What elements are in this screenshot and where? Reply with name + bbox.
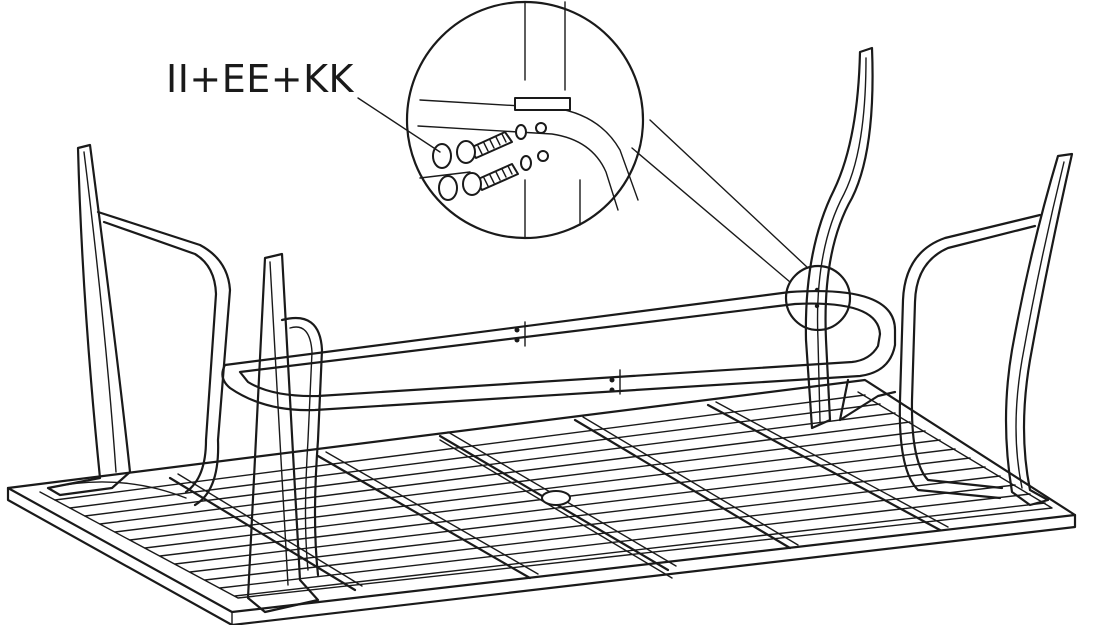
leg-front-left [246,252,324,614]
bolt-lower [438,150,549,201]
apron-frame [221,290,897,412]
leg-back-right [804,46,897,430]
part-callout-label: II+EE+KK [166,57,354,101]
leg-back-left [46,143,232,507]
detail-callout [357,0,852,332]
leg-front-right [898,152,1074,507]
cross-braces [168,401,949,592]
table-top [6,378,1077,625]
